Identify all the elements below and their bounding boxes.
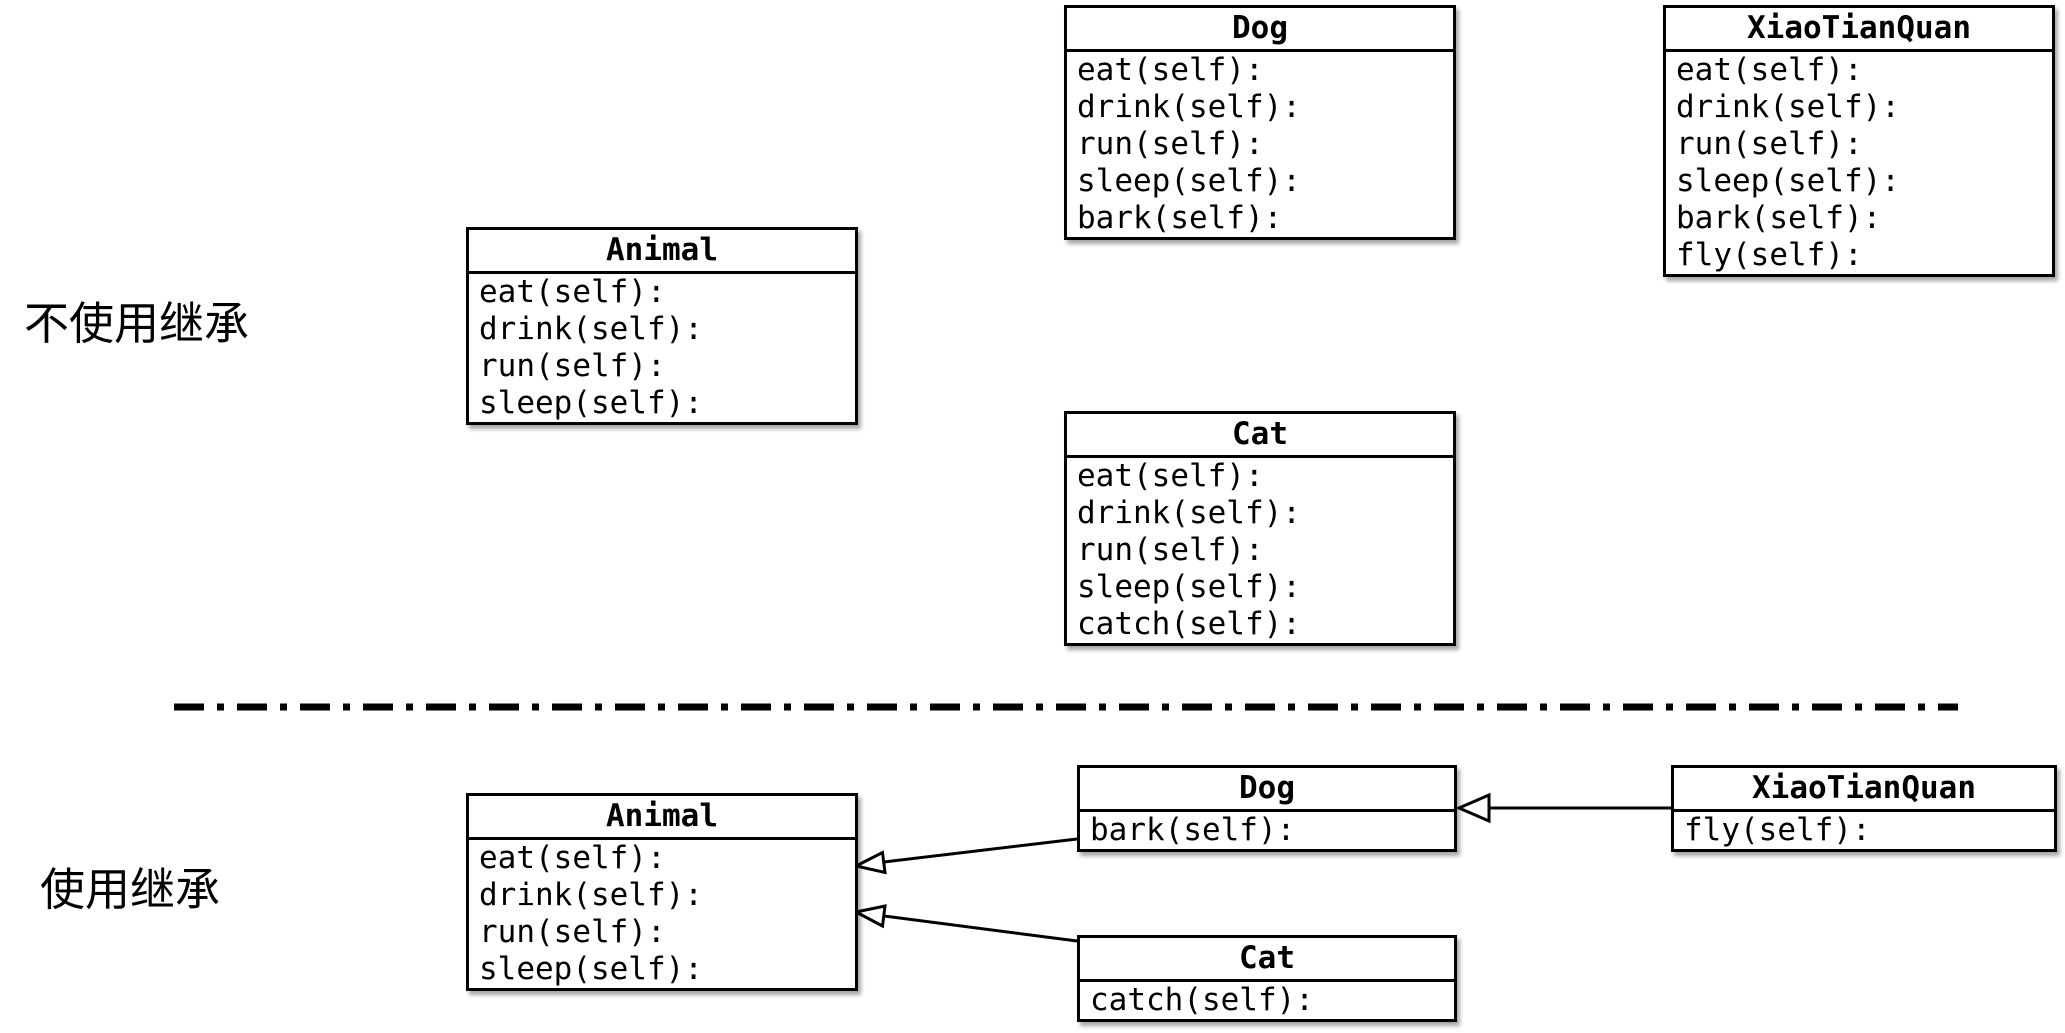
class-title: Animal	[469, 230, 855, 274]
class-method: eat(self):	[1077, 458, 1264, 494]
section-label-with-inheritance: 使用继承	[40, 864, 221, 915]
inheritance-arrowhead-icon	[851, 850, 887, 875]
class-method-list: eat(self):drink(self):run(self):sleep(se…	[1067, 52, 1453, 237]
inheritance-arrowhead-icon	[1455, 792, 1491, 824]
inheritance-arrow-cat-animal	[851, 904, 1078, 943]
class-method: bark(self):	[1077, 200, 1283, 236]
class-title: Cat	[1080, 938, 1454, 982]
class-method: catch(self):	[1090, 982, 1314, 1018]
class-method: run(self):	[479, 348, 666, 384]
inheritance-arrowhead-icon	[851, 904, 887, 929]
class-method: fly(self):	[1676, 237, 1863, 273]
class-method: drink(self):	[1077, 495, 1301, 531]
class-method: eat(self):	[1676, 52, 1863, 88]
inheritance-arrow-dog-animal	[851, 837, 1078, 875]
class-method: bark(self):	[1090, 812, 1296, 848]
class-method: sleep(self):	[1676, 163, 1900, 199]
class-title: XiaoTianQuan	[1674, 768, 2054, 812]
class-method: catch(self):	[1077, 606, 1301, 642]
class-method-list: catch(self):	[1080, 982, 1454, 1019]
class-method: drink(self):	[479, 877, 703, 913]
class-method: run(self):	[1077, 126, 1264, 162]
class-title: Dog	[1067, 8, 1453, 52]
class-method: run(self):	[1077, 532, 1264, 568]
class-title: XiaoTianQuan	[1666, 8, 2052, 52]
class-method-list: fly(self):	[1674, 812, 2054, 849]
class-method: sleep(self):	[1077, 163, 1301, 199]
class-method-list: eat(self):drink(self):run(self):sleep(se…	[469, 840, 855, 988]
class-method: run(self):	[479, 914, 666, 950]
class-method-list: eat(self):drink(self):run(self):sleep(se…	[469, 274, 855, 422]
class-method-list: bark(self):	[1080, 812, 1454, 849]
class-method: eat(self):	[479, 840, 666, 876]
class-method: eat(self):	[1077, 52, 1264, 88]
class-method: drink(self):	[1077, 89, 1301, 125]
class-method: fly(self):	[1684, 812, 1871, 848]
class-method: sleep(self):	[479, 951, 703, 987]
class-method: sleep(self):	[1077, 569, 1301, 605]
class-method: drink(self):	[479, 311, 703, 347]
class-method: run(self):	[1676, 126, 1863, 162]
class-method-list: eat(self):drink(self):run(self):sleep(se…	[1067, 458, 1453, 643]
section-label-no-inheritance: 不使用继承	[24, 298, 250, 349]
class-title: Cat	[1067, 414, 1453, 458]
class-method: eat(self):	[479, 274, 666, 310]
class-method: bark(self):	[1676, 200, 1882, 236]
class-title: Dog	[1080, 768, 1454, 812]
class-method: drink(self):	[1676, 89, 1900, 125]
class-method: sleep(self):	[479, 385, 703, 421]
class-method-list: eat(self):drink(self):run(self):sleep(se…	[1666, 52, 2052, 274]
class-title: Animal	[469, 796, 855, 840]
inheritance-arrow-xiaotianquan-dog	[1455, 792, 1671, 824]
